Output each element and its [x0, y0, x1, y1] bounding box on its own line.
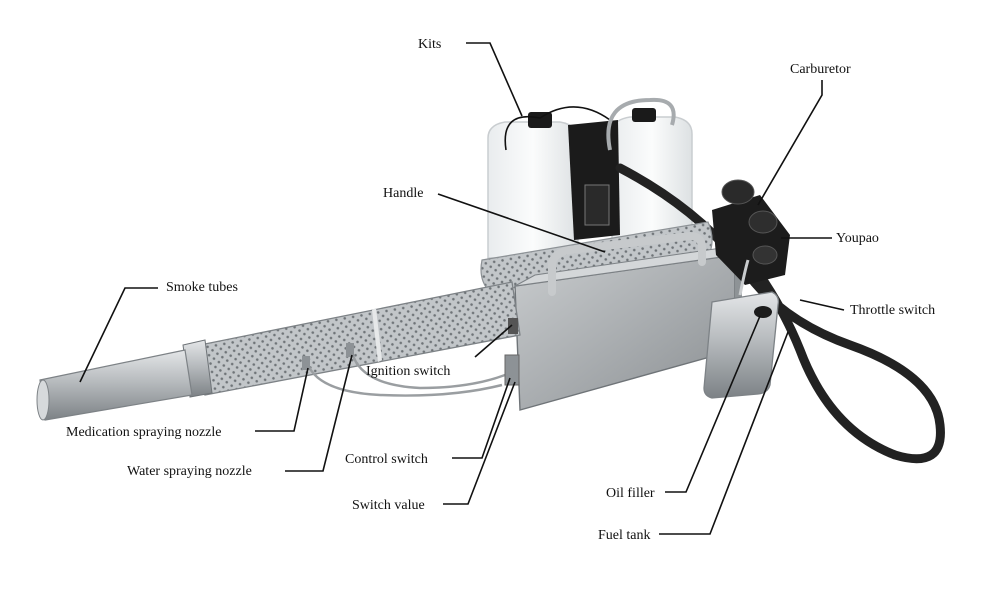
leader-handle: [437, 193, 606, 253]
label-water-nozzle: Water spraying nozzle: [127, 464, 252, 479]
leader-medication: [255, 367, 309, 432]
machine-illustration: [36, 97, 945, 464]
label-throttle-switch: Throttle switch: [850, 303, 935, 318]
label-oil-filler: Oil filler: [606, 486, 655, 501]
handle-bar: [548, 231, 706, 296]
leader-carburetor: [757, 80, 823, 206]
leader-throttle: [799, 299, 845, 311]
label-control-switch: Control switch: [345, 452, 428, 467]
label-kits: Kits: [418, 37, 441, 52]
kits-bottles: [487, 97, 693, 259]
label-handle: Handle: [383, 186, 423, 201]
leader-ignition: [474, 324, 513, 358]
labels: Kits Carburetor Handle Youpao Smoke tube…: [66, 37, 935, 543]
leader-switch-value: [443, 381, 516, 505]
leader-lines: [79, 42, 845, 535]
smoke-tube-barrel: [36, 281, 521, 421]
label-youpao: Youpao: [836, 231, 879, 246]
leader-oil-filler: [665, 315, 761, 493]
leader-fuel-tank: [659, 331, 789, 535]
label-medication-nozzle: Medication spraying nozzle: [66, 425, 222, 440]
label-smoke-tubes: Smoke tubes: [166, 280, 238, 295]
leader-smoke-tubes: [79, 287, 158, 383]
engine-block: [712, 179, 790, 285]
label-switch-value: Switch value: [352, 498, 425, 513]
leader-water: [285, 354, 353, 472]
leader-control: [452, 377, 511, 459]
leader-kits: [466, 42, 523, 117]
label-carburetor: Carburetor: [790, 62, 851, 77]
label-ignition-switch: Ignition switch: [366, 364, 450, 379]
label-fuel-tank: Fuel tank: [598, 528, 651, 543]
